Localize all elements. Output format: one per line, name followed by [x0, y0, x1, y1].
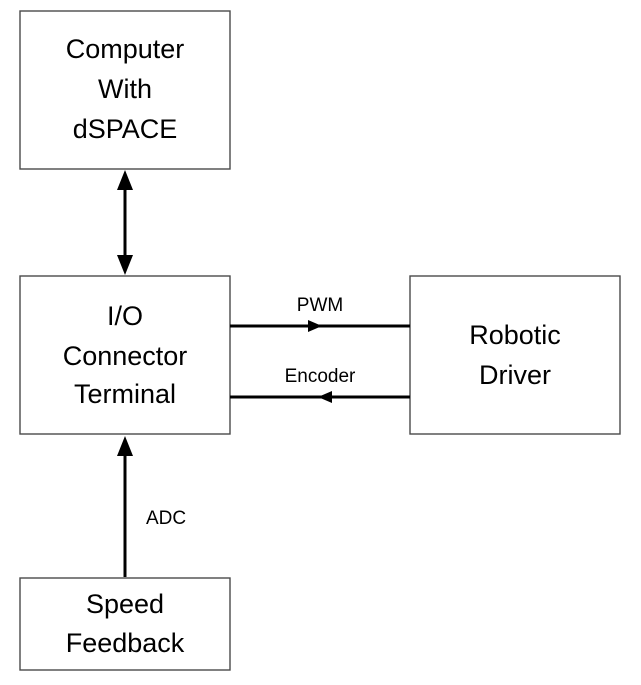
node-io-line-2: Connector [63, 341, 188, 371]
node-robotic-driver: Robotic Driver [409, 275, 621, 435]
node-computer-line-3: dSPACE [73, 114, 178, 144]
arrow-up-icon [117, 170, 133, 190]
arrow-up-icon [117, 436, 133, 456]
arrow-right-icon [308, 320, 322, 332]
node-speed-line-1: Speed [86, 589, 164, 619]
node-computer-line-1: Computer [66, 34, 185, 64]
node-io-terminal-box [19, 275, 231, 435]
node-speed-line-2: Feedback [66, 628, 185, 658]
node-robotic-driver-box [409, 275, 621, 435]
edge-pwm: PWM [230, 295, 410, 332]
node-io-terminal: I/O Connector Terminal [19, 275, 231, 435]
node-computer-line-2: With [98, 74, 152, 104]
edge-adc: ADC [117, 436, 186, 577]
node-robotic-line-1: Robotic [469, 320, 561, 350]
arrow-down-icon [117, 255, 133, 275]
node-io-line-1: I/O [107, 301, 143, 331]
arrow-left-icon [318, 391, 332, 403]
edge-pwm-label: PWM [297, 295, 343, 316]
node-robotic-line-2: Driver [479, 360, 551, 390]
edge-computer-io [117, 170, 133, 275]
edge-encoder-label: Encoder [285, 366, 356, 387]
node-speed-feedback-box [19, 577, 231, 671]
node-speed-feedback: Speed Feedback [19, 577, 231, 671]
edge-adc-label: ADC [146, 508, 186, 529]
node-computer: Computer With dSPACE [19, 10, 231, 170]
edge-encoder: Encoder [230, 366, 410, 403]
node-io-line-3: Terminal [74, 379, 176, 409]
node-computer-box [19, 10, 231, 170]
